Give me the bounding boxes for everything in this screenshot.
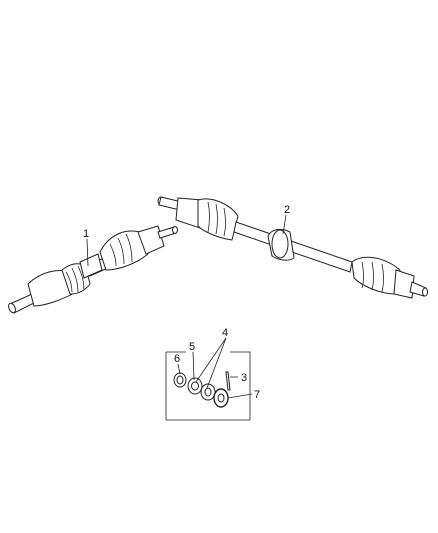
hardware-parts: [173, 371, 231, 408]
callout-7: 7: [254, 389, 260, 401]
hardware-inset-box: [165, 351, 251, 421]
left-drive-shaft: [8, 225, 178, 314]
right-drive-shaft: [157, 196, 428, 299]
callout-1: 1: [83, 228, 89, 240]
callout-5: 5: [189, 341, 195, 353]
leader-lines: [86, 214, 287, 399]
cotter-pin: [225, 371, 231, 391]
callout-4: 4: [222, 327, 228, 339]
callout-6: 6: [174, 353, 180, 365]
callout-2: 2: [284, 204, 290, 216]
callout-3: 3: [241, 372, 247, 384]
